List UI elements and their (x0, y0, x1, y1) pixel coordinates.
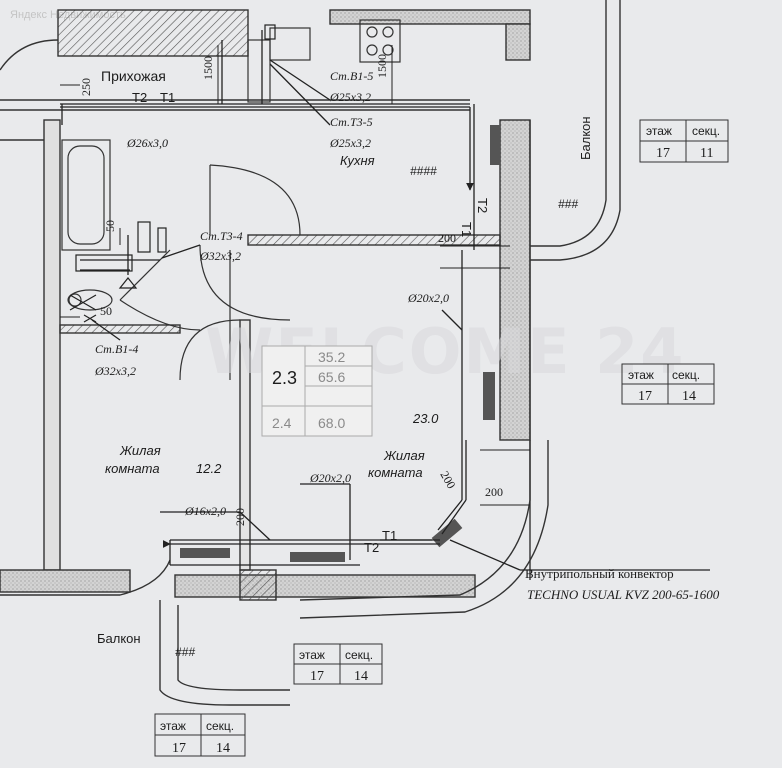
floor-value: 17 (172, 741, 186, 756)
section-value: 11 (700, 146, 713, 161)
t2-top: T2 (132, 90, 147, 105)
apartment-type: 2.3 (272, 368, 297, 388)
section-label: секц. (206, 719, 234, 733)
fixtures (69, 24, 276, 323)
kitchen-hatch: #### (410, 164, 437, 178)
t2-vertical: T2 (475, 198, 490, 213)
section-value: 14 (682, 389, 696, 404)
living-left-line2: комната (105, 461, 160, 476)
section-label: секц. (672, 368, 700, 382)
living-left-area: 12.2 (196, 461, 222, 476)
dim-1500-left: 1500 (201, 56, 215, 80)
living-area: 35.2 (318, 349, 345, 365)
t1-top: T1 (160, 90, 175, 105)
pipe-labels: Ст.В1-5 Ø25х3,2 Ст.Т3-5 Ø25х3,2 Ø26х3,0 … (94, 69, 449, 518)
section-value: 14 (216, 741, 230, 756)
dim-200-top: 200 (438, 231, 456, 245)
living-right-line2: комната (368, 465, 423, 480)
line-labels: T2 T1 T1 T2 T1 T2 (132, 90, 490, 555)
t1-vertical: T1 (459, 222, 474, 237)
floor-label: этаж (160, 719, 186, 733)
kitchen-appliances (247, 19, 401, 103)
riser-b1-4-label: Ст.В1-4 (95, 342, 138, 356)
small-pipe-dia: Ø16х2,0 (184, 504, 226, 518)
section-label: секц. (692, 124, 720, 138)
dim-250: 250 (79, 78, 93, 96)
t2-bottom: T2 (364, 540, 379, 555)
convector-callout: Внутрипольный конвектор TECHNO USUAL KVZ… (525, 566, 720, 602)
dimension-lines (60, 45, 530, 506)
hall-pipe-dia: Ø26х3,0 (126, 136, 168, 150)
living-right-area: 23.0 (412, 411, 439, 426)
floor-label: этаж (299, 648, 325, 662)
area-b: 68.0 (318, 415, 345, 431)
convector-line2: TECHNO USUAL KVZ 200-65-1600 (527, 587, 720, 602)
t1-bottom: T1 (382, 528, 397, 543)
living-right-line1: Жилая (383, 448, 425, 463)
floor-table-1: этаж секц. 17 11 (639, 119, 729, 163)
floor-table-2: этаж секц. 17 14 (621, 363, 715, 405)
floor-table-3: этаж секц. 17 14 (293, 643, 383, 685)
balcony-bottom-hatch: ### (175, 645, 195, 659)
bottom-pipe-dia: Ø20х2,0 (309, 471, 351, 485)
bathtub (61, 139, 113, 311)
dim-50-bottom: 50 (100, 304, 112, 318)
riser-t3-4-label: Ст.Т3-4 (200, 229, 243, 243)
balcony-bottom-label: Балкон (97, 631, 141, 646)
dim-200-left: 200 (233, 508, 247, 526)
dim-1500-right: 1500 (375, 54, 389, 78)
dim-200-mid: 200 (437, 469, 458, 492)
floor-label: этаж (646, 124, 672, 138)
riser-b1-5-dia: Ø25х3,2 (329, 90, 371, 104)
apartment-type-b: 2.4 (272, 415, 292, 431)
riser-t3-5-label: Ст.Т3-5 (330, 115, 373, 129)
convector-line1: Внутрипольный конвектор (525, 566, 674, 581)
living-left-line1: Жилая (119, 443, 161, 458)
riser-t3-4-dia: Ø32х3,2 (199, 249, 241, 263)
riser-t3-5-dia: Ø25х3,2 (329, 136, 371, 150)
balcony-right-hatch: ### (558, 197, 578, 211)
hallway-label: Прихожая (101, 68, 166, 84)
dim-200-right: 200 (485, 485, 503, 499)
total-area: 65.6 (318, 369, 345, 385)
balcony-right-label: Балкон (578, 116, 593, 160)
right-pipe-dia: Ø20х2,0 (407, 291, 449, 305)
room-labels: Прихожая Кухня #### Балкон ### Жилая ком… (97, 68, 593, 659)
dim-50-top: 50 (103, 220, 117, 232)
floor-value: 17 (638, 389, 652, 404)
pipes (60, 30, 710, 571)
riser-b1-4-dia: Ø32х3,2 (94, 364, 136, 378)
doors (119, 164, 301, 381)
section-value: 14 (354, 669, 368, 684)
kitchen-label: Кухня (340, 153, 375, 168)
riser-b1-5-label: Ст.В1-5 (330, 69, 373, 83)
section-label: секц. (345, 648, 373, 662)
floor-value: 17 (656, 146, 670, 161)
floor-table-4: этаж секц. 17 14 (154, 713, 246, 757)
floor-label: этаж (628, 368, 654, 382)
floor-value: 17 (310, 669, 324, 684)
apartment-summary: 2.3 2.4 35.2 65.6 68.0 (261, 345, 373, 437)
